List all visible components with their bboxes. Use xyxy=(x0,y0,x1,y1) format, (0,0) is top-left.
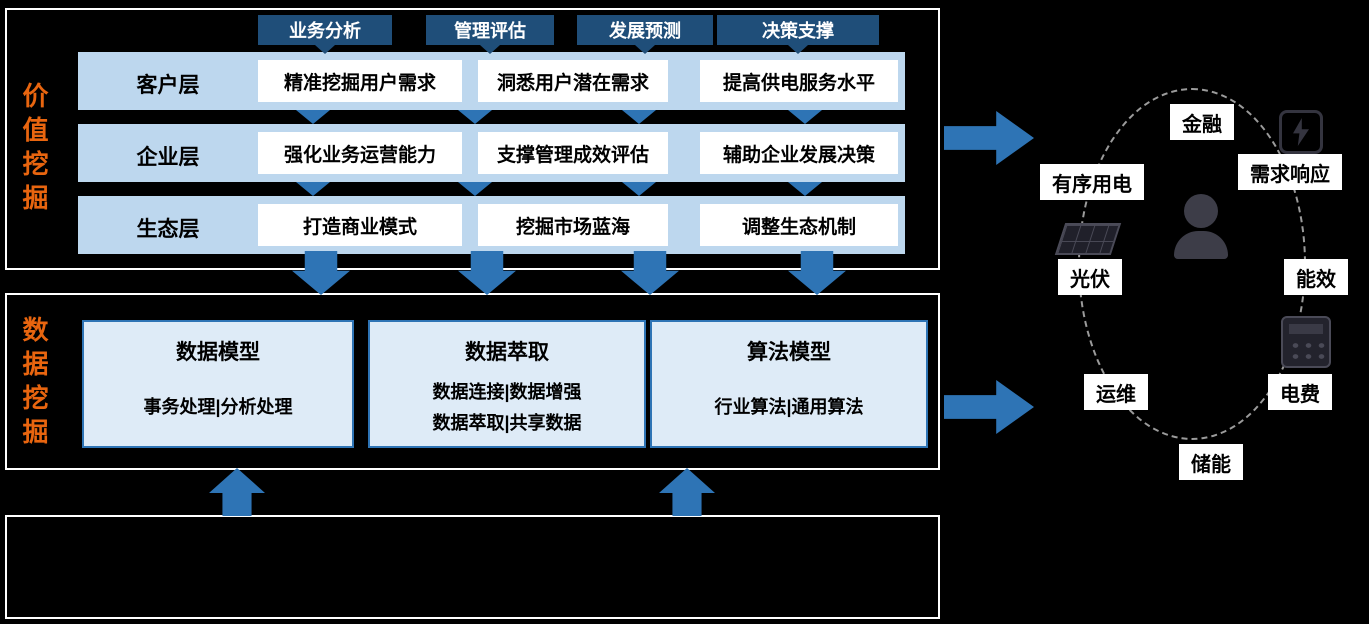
cell-customer-1: 精准挖掘用户需求 xyxy=(258,60,462,102)
flow-arrow-right xyxy=(944,380,1034,434)
demand-response-icon xyxy=(1279,110,1323,154)
value-mining-side-label: 价值挖掘 xyxy=(19,82,49,218)
data-extraction-line: 数据连接|数据增强 xyxy=(432,381,582,402)
data-model-line: 事务处理|分析处理 xyxy=(143,397,293,417)
data-model-box: 数据模型 事务处理|分析处理 xyxy=(82,320,354,448)
algorithm-model-line: 行业算法|通用算法 xyxy=(714,397,864,417)
flow-arrow-up xyxy=(659,468,715,516)
header-decision-support: 决策支撑 xyxy=(717,15,879,45)
data-extraction-box: 数据萃取 数据连接|数据增强 数据萃取|共享数据 xyxy=(368,320,646,448)
cell-customer-3: 提高供电服务水平 xyxy=(700,60,898,102)
algorithm-model-box: 算法模型 行业算法|通用算法 xyxy=(650,320,928,448)
cell-ecosystem-2: 挖掘市场蓝海 xyxy=(478,204,668,246)
data-extraction-title: 数据萃取 xyxy=(465,341,549,364)
person-head xyxy=(1184,194,1218,228)
data-extraction-lines: 数据连接|数据增强 数据萃取|共享数据 xyxy=(432,366,581,446)
lightning-bolt-icon xyxy=(1293,118,1309,146)
data-extraction-line: 数据萃取|共享数据 xyxy=(432,412,582,433)
down-arrow-icon xyxy=(315,45,335,54)
row-label-enterprise: 企业层 xyxy=(136,146,200,169)
cell-customer-2: 洞悉用户潜在需求 xyxy=(478,60,668,102)
cell-enterprise-3: 辅助企业发展决策 xyxy=(700,132,898,174)
data-model-lines: 事务处理|分析处理 xyxy=(143,366,292,446)
data-model-title: 数据模型 xyxy=(176,341,260,364)
down-arrow-icon xyxy=(635,45,655,54)
algorithm-model-lines: 行业算法|通用算法 xyxy=(714,366,863,446)
row-label-customer: 客户层 xyxy=(136,74,200,97)
cell-ecosystem-1: 打造商业模式 xyxy=(258,204,462,246)
header-management-evaluation: 管理评估 xyxy=(426,15,554,45)
solar-panel-icon xyxy=(1054,223,1122,255)
calculator-keys xyxy=(1289,340,1325,364)
flow-arrow-right xyxy=(944,111,1034,165)
row-label-ecosystem: 生态层 xyxy=(136,218,200,241)
ecosystem-label-demand-response: 需求响应 xyxy=(1238,154,1342,190)
algorithm-model-title: 算法模型 xyxy=(747,341,831,364)
person-icon xyxy=(1172,194,1230,262)
cell-enterprise-1: 强化业务运营能力 xyxy=(258,132,462,174)
ecosystem-label-finance: 金融 xyxy=(1170,104,1234,140)
cell-enterprise-2: 支撑管理成效评估 xyxy=(478,132,668,174)
ecosystem-label-energy-storage: 储能 xyxy=(1179,444,1243,480)
person-body xyxy=(1174,231,1228,259)
calculator-icon xyxy=(1281,316,1331,368)
down-arrow-icon xyxy=(788,45,808,54)
ecosystem-label-operations: 运维 xyxy=(1084,374,1148,410)
ecosystem-label-photovoltaic: 光伏 xyxy=(1058,259,1122,295)
ecosystem-label-orderly-power-use: 有序用电 xyxy=(1040,164,1144,200)
down-arrow-icon xyxy=(480,45,500,54)
bottom-panel xyxy=(5,515,940,619)
header-business-analysis: 业务分析 xyxy=(258,15,392,45)
cell-ecosystem-3: 调整生态机制 xyxy=(700,204,898,246)
ecosystem-label-energy-efficiency: 能效 xyxy=(1284,259,1348,295)
data-mining-side-label: 数据挖掘 xyxy=(19,316,49,452)
header-development-forecast: 发展预测 xyxy=(577,15,713,45)
flow-arrow-up xyxy=(209,468,265,516)
ecosystem-label-electricity-fee: 电费 xyxy=(1268,374,1332,410)
calculator-screen xyxy=(1289,324,1323,334)
